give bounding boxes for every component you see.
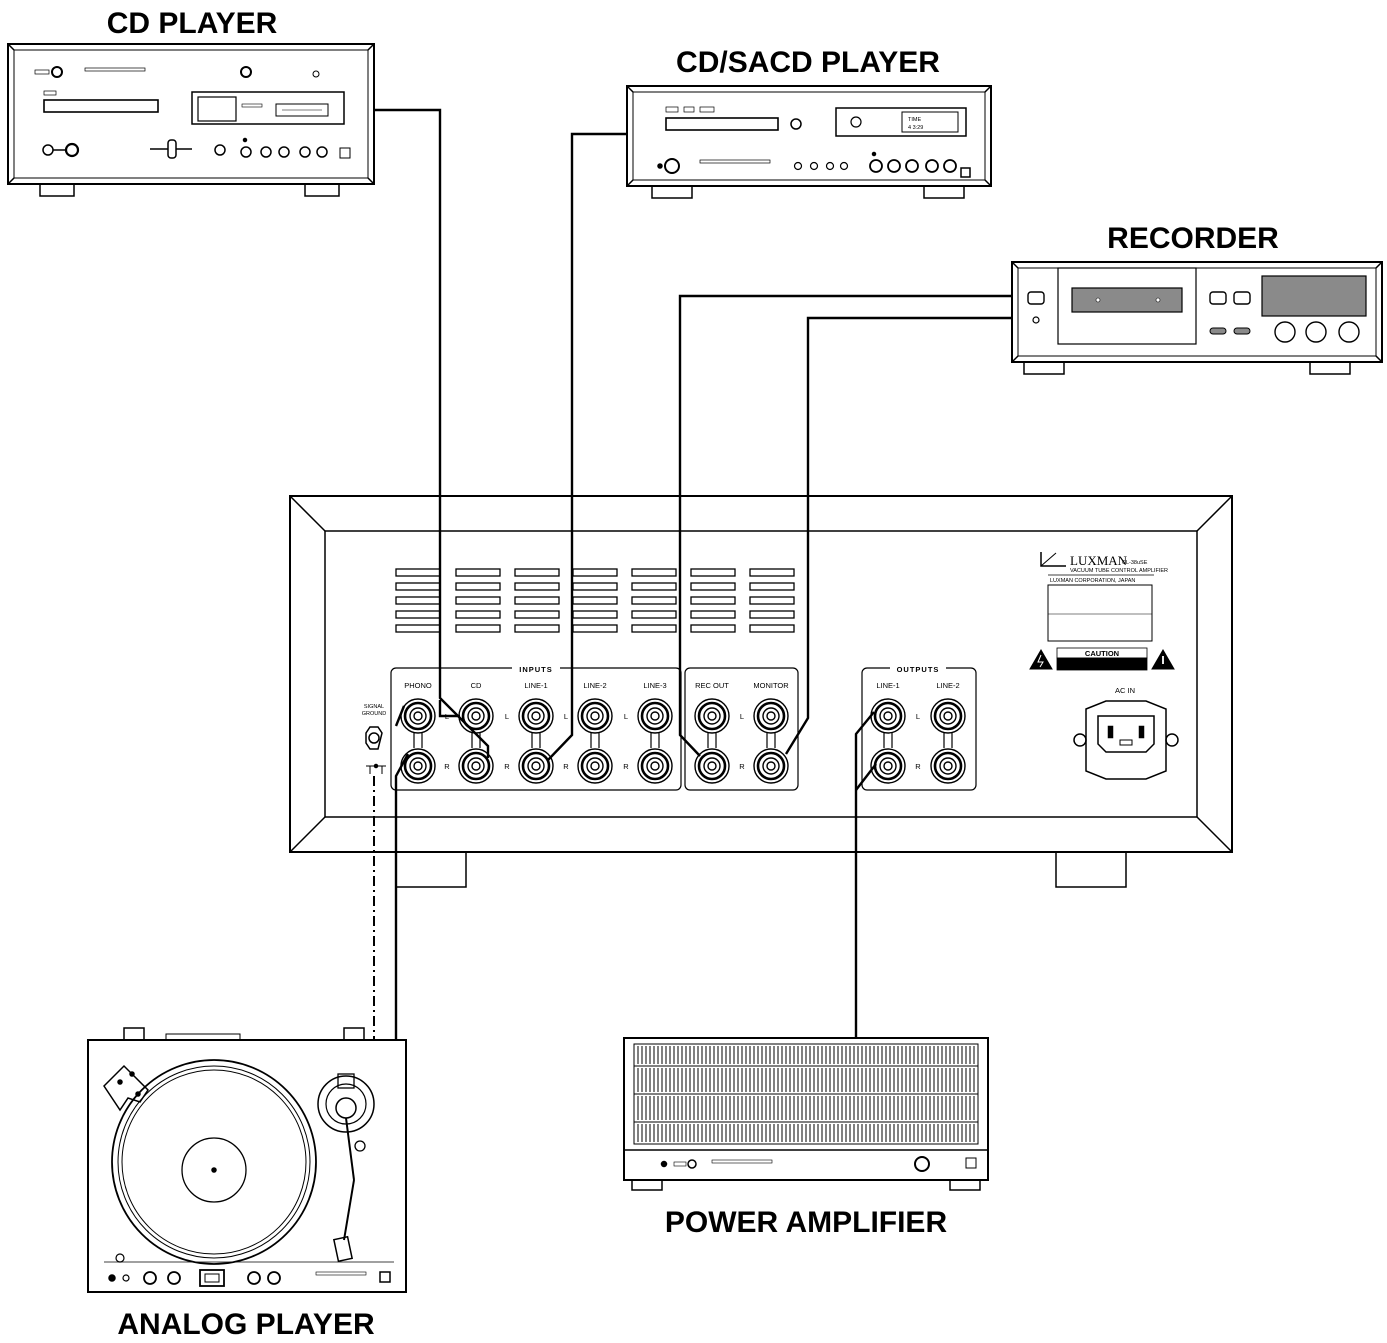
signal-ground-label-2: GROUND — [362, 711, 386, 717]
jack-label-monitor: MONITOR — [753, 681, 789, 690]
signal-ground-terminal: SIGNAL GROUND — [362, 704, 386, 774]
analog-player — [87, 1027, 407, 1293]
channel-l-label: L — [624, 712, 628, 721]
channel-r-label: R — [504, 762, 510, 771]
jack-label-cd: CD — [471, 681, 482, 690]
cable-sacd-to-line1 — [547, 132, 627, 761]
signal-ground-label-1: SIGNAL — [364, 704, 384, 710]
recorder-title: RECORDER — [1107, 222, 1279, 255]
jack-label-out-line-2: LINE-2 — [936, 681, 959, 690]
jack-monitor-l — [752, 697, 790, 735]
inputs-label: INPUTS — [519, 665, 553, 674]
cable-cd-player-to-cd-in-l — [438, 700, 460, 718]
jack-line2-l — [576, 697, 614, 735]
power-amplifier — [623, 1037, 989, 1191]
jack-label-phono: PHONO — [404, 681, 432, 690]
cable-phono-l — [394, 705, 406, 727]
jack-out-line2-r — [929, 747, 967, 785]
sacd-player-title: CD/SACD PLAYER — [676, 46, 940, 79]
channel-l-label: L — [740, 712, 744, 721]
channel-l-label: L — [564, 712, 568, 721]
caution-line-1: RISK OF ELECTRIC SHOCK — [1066, 659, 1139, 665]
cable-out-line1-r-to-power-amp — [855, 763, 877, 791]
jack-line1-l — [517, 697, 555, 735]
cable-cd-player-to-cd-in — [374, 108, 490, 758]
channel-labels: L L L L L L R R R R R R — [444, 712, 921, 771]
jack-cd-l — [457, 697, 495, 735]
rca-jacks — [399, 697, 967, 785]
cable-out-line1-to-power-amp — [854, 711, 875, 1038]
cable-recorder-to-rec-out — [678, 294, 1012, 757]
jack-rec-out-r — [693, 747, 731, 785]
analog-player-title: ANALOG PLAYER — [117, 1308, 375, 1341]
corporation-name: LUXMAN CORPORATION, JAPAN — [1050, 578, 1135, 584]
recorder — [1011, 261, 1383, 375]
cd-player-title: CD PLAYER — [107, 7, 278, 40]
caution-title: CAUTION — [1085, 649, 1119, 658]
control-amplifier-rear: LUXMAN CL-38uSE VACUUM TUBE CONTROL AMPL… — [289, 495, 1233, 888]
jack-out-line2-l — [929, 697, 967, 735]
jack-monitor-r — [752, 747, 790, 785]
cable-phono-to-turntable — [394, 753, 410, 1040]
jack-label-out-line-1: LINE-1 — [876, 681, 899, 690]
caution-line-2: DO NOT OPEN — [1083, 665, 1122, 671]
cables — [374, 108, 1012, 1040]
ac-inlet: AC IN — [1073, 686, 1179, 780]
brand-label: LUXMAN CL-38uSE VACUUM TUBE CONTROL AMPL… — [1040, 552, 1168, 642]
jack-label-line-1: LINE-1 — [524, 681, 547, 690]
channel-r-label: R — [623, 762, 629, 771]
jack-label-line-2: LINE-2 — [583, 681, 606, 690]
model-subtitle: VACUUM TUBE CONTROL AMPLIFIER — [1070, 568, 1168, 574]
jack-rec-out-l — [693, 697, 731, 735]
cable-recorder-to-monitor — [784, 316, 1012, 755]
jack-out-line1-l — [869, 697, 907, 735]
model-name: CL-38uSE — [1122, 560, 1148, 566]
brand-name: LUXMAN — [1070, 553, 1128, 568]
outputs-label: OUTPUTS — [897, 665, 940, 674]
channel-l-label: L — [505, 712, 509, 721]
jack-line1-r — [517, 747, 555, 785]
channel-r-label: R — [444, 762, 450, 771]
jack-line2-r — [576, 747, 614, 785]
power-amplifier-title: POWER AMPLIFIER — [665, 1206, 948, 1239]
jack-line3-r — [636, 747, 674, 785]
channel-r-label: R — [739, 762, 745, 771]
sacd-display-text-2: 4 3:29 — [908, 125, 923, 131]
channel-r-label: R — [915, 762, 921, 771]
jack-label-rec-out: REC OUT — [695, 681, 729, 690]
jack-out-line1-r — [869, 747, 907, 785]
sacd-player: TIME 4 3:29 — [626, 85, 992, 199]
ventilation-slots — [395, 568, 795, 633]
jack-phono-r — [399, 747, 437, 785]
jack-phono-l — [399, 697, 437, 735]
caution-label: CAUTION RISK OF ELECTRIC SHOCK DO NOT OP… — [1029, 647, 1175, 671]
ac-in-label: AC IN — [1115, 686, 1135, 695]
channel-r-label: R — [563, 762, 569, 771]
channel-l-label: L — [916, 712, 920, 721]
jack-line3-l — [636, 697, 674, 735]
sacd-display-text-1: TIME — [908, 117, 921, 123]
cd-player — [7, 43, 375, 197]
jack-label-line-3: LINE-3 — [643, 681, 666, 690]
